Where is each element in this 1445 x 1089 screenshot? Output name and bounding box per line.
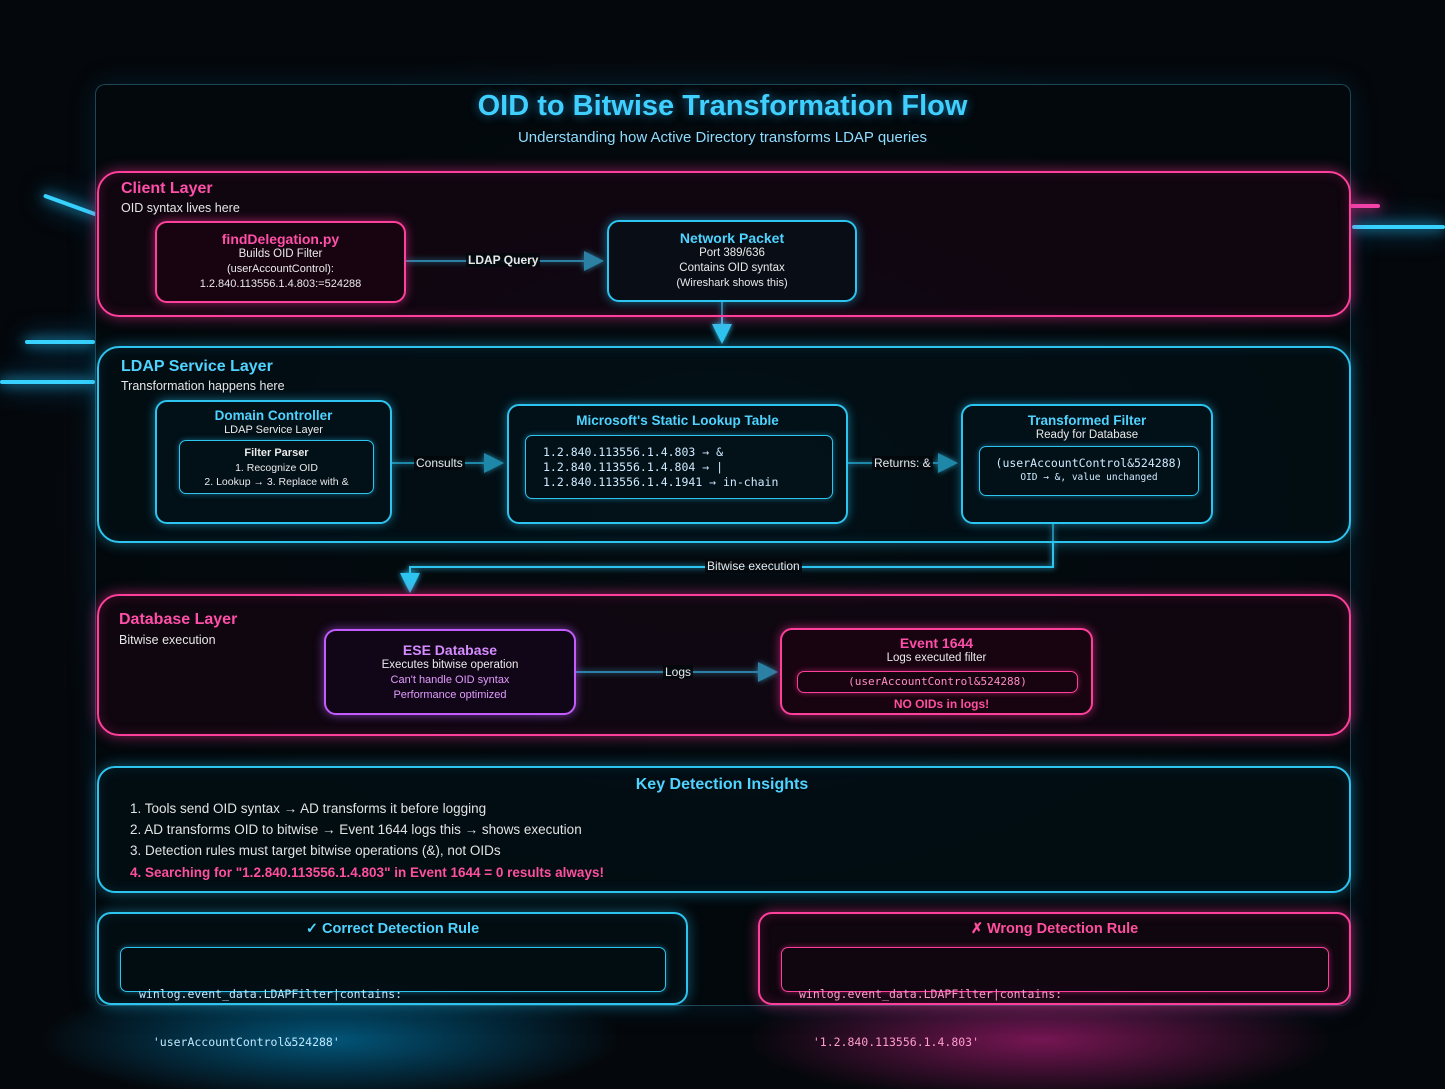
- lookup-table-title: Microsoft's Static Lookup Table: [576, 413, 779, 428]
- correct-rule-code-box: winlog.event_data.LDAPFilter|contains: '…: [120, 947, 666, 1049]
- insight-item: 3. Detection rules must target bitwise o…: [130, 843, 501, 858]
- network-packet-line2: Contains OID syntax: [679, 262, 785, 274]
- neon-light-left-upper: [43, 193, 97, 217]
- insight-item-alert: 4. Searching for "1.2.840.113556.1.4.803…: [130, 865, 604, 880]
- transformed-filter-note: OID → &, value unchanged: [1020, 472, 1158, 483]
- ese-database-line2: Can't handle OID syntax: [390, 674, 510, 686]
- network-packet-line3: (Wireshark shows this): [676, 277, 788, 289]
- client-layer-subtitle: OID syntax lives here: [121, 201, 240, 215]
- event-1644-subtitle: Logs executed filter: [886, 652, 987, 664]
- domain-controller-title: Domain Controller: [214, 408, 333, 423]
- domain-controller-box: Domain Controller LDAP Service Layer: [155, 400, 392, 524]
- find-delegation-title: findDelegation.py: [221, 231, 340, 247]
- database-layer-title: Database Layer: [119, 611, 238, 628]
- logs-label: Logs: [663, 665, 694, 679]
- wrong-rule-code-box: winlog.event_data.LDAPFilter|contains: '…: [781, 947, 1329, 1049]
- key-insights-panel: [97, 766, 1351, 893]
- correct-rule-line1: winlog.event_data.LDAPFilter|contains:: [139, 987, 403, 1001]
- lookup-table-rows: 1.2.840.113556.1.4.803 → & 1.2.840.11355…: [525, 435, 833, 499]
- diagram-title: OID to Bitwise Transformation Flow: [477, 90, 968, 122]
- ese-database-box: ESE Database Executes bitwise operation …: [324, 629, 576, 715]
- consults-label: Consults: [414, 456, 465, 470]
- filter-parser-line1: 1. Recognize OID: [235, 462, 318, 474]
- transformed-filter-code-box: (userAccountControl&524288) OID → &, val…: [979, 446, 1199, 496]
- database-layer: [97, 594, 1351, 736]
- event-1644-title: Event 1644: [899, 635, 974, 651]
- ese-database-line3: Performance optimized: [393, 689, 507, 701]
- ese-database-title: ESE Database: [402, 642, 498, 658]
- find-delegation-line2: (userAccountControl):: [227, 263, 334, 275]
- ese-database-line1: Executes bitwise operation: [381, 659, 519, 671]
- ldap-layer-title: LDAP Service Layer: [121, 358, 273, 375]
- ldap-query-label: LDAP Query: [466, 253, 541, 267]
- lookup-row: 1.2.840.113556.1.4.803 → &: [543, 445, 724, 459]
- filter-parser-title: Filter Parser: [244, 447, 309, 459]
- insight-item: 1. Tools send OID syntax → AD transforms…: [130, 801, 487, 816]
- find-delegation-box: findDelegation.py Builds OID Filter (use…: [155, 221, 406, 303]
- key-insights-title: Key Detection Insights: [635, 776, 809, 793]
- lookup-row: 1.2.840.113556.1.4.1941 → in-chain: [543, 475, 779, 489]
- wrong-rule-line2: '1.2.840.113556.1.4.803': [799, 1035, 980, 1049]
- wrong-rule-line1: winlog.event_data.LDAPFilter|contains:: [799, 987, 1063, 1001]
- insight-item: 2. AD transforms OID to bitwise → Event …: [130, 822, 582, 837]
- network-packet-line1: Port 389/636: [699, 247, 765, 259]
- bitwise-execution-label: Bitwise execution: [705, 559, 802, 573]
- returns-label: Returns: &: [872, 456, 933, 470]
- ldap-layer-subtitle: Transformation happens here: [121, 379, 285, 393]
- diagram-subtitle: Understanding how Active Directory trans…: [517, 129, 928, 146]
- neon-light-right-pink: [1350, 204, 1380, 208]
- correct-rule-line2: 'userAccountControl&524288': [139, 1035, 340, 1049]
- transformed-filter-subtitle: Ready for Database: [1035, 429, 1139, 441]
- transformed-filter-code: (userAccountControl&524288): [995, 456, 1183, 470]
- wrong-rule-panel: [758, 912, 1351, 1005]
- event-1644-code-box: (userAccountControl&524288): [797, 671, 1078, 693]
- wrong-rule-title: ✗ Wrong Detection Rule: [970, 921, 1139, 937]
- network-packet-title: Network Packet: [679, 230, 785, 246]
- event-1644-warning: NO OIDs in logs!: [893, 697, 990, 711]
- transformed-filter-box: Transformed Filter Ready for Database: [961, 404, 1213, 524]
- network-packet-box: Network Packet Port 389/636 Contains OID…: [607, 220, 857, 302]
- database-layer-subtitle: Bitwise execution: [119, 633, 216, 647]
- neon-light-left-lower: [0, 380, 95, 384]
- domain-controller-subtitle: LDAP Service Layer: [224, 424, 323, 436]
- transformed-filter-title: Transformed Filter: [1027, 413, 1147, 428]
- filter-parser-line2: 2. Lookup → 3. Replace with &: [204, 476, 349, 488]
- neon-light-right-cyan: [1352, 225, 1445, 229]
- find-delegation-line3: 1.2.840.113556.1.4.803:=524288: [199, 278, 362, 290]
- correct-rule-panel: [97, 912, 688, 1005]
- find-delegation-line1: Builds OID Filter: [238, 248, 323, 260]
- lookup-table-box: Microsoft's Static Lookup Table: [507, 404, 848, 524]
- event-1644-code: (userAccountControl&524288): [848, 675, 1027, 688]
- correct-rule-title: ✓ Correct Detection Rule: [305, 921, 480, 937]
- neon-light-left-middle: [25, 340, 95, 344]
- lookup-row: 1.2.840.113556.1.4.804 → |: [543, 460, 724, 474]
- client-layer-title: Client Layer: [121, 180, 213, 197]
- filter-parser-box: Filter Parser 1. Recognize OID 2. Lookup…: [179, 440, 374, 494]
